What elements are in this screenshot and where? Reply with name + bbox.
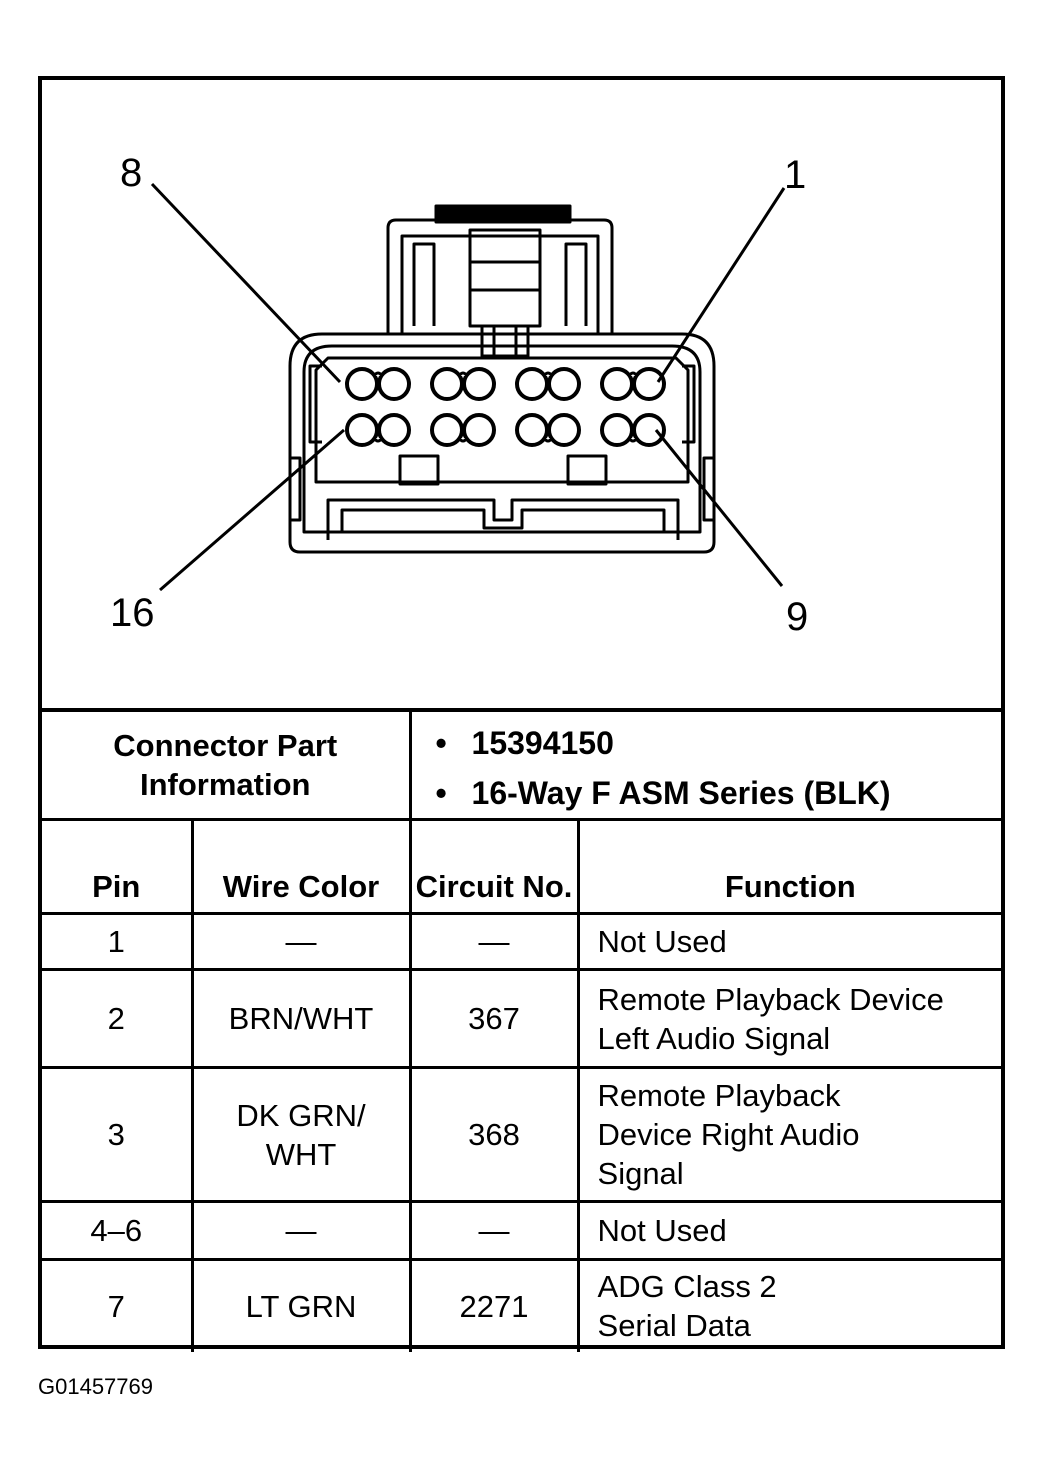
pin-cell: 1 <box>42 912 194 971</box>
connector-pinout-table: Connector Part Information 15394150 16-W… <box>42 708 1002 1352</box>
diagram-frame: 8 1 16 9 <box>38 76 1005 1352</box>
pin-cavity-11 <box>547 413 581 447</box>
pin-label-9: 9 <box>786 595 808 639</box>
header-circuit-no: Circuit No. <box>408 818 580 915</box>
leader-line-1 <box>656 187 786 383</box>
connector-part-description: 16-Way F ASM Series (BLK) <box>436 768 1002 818</box>
pin-cavity-7 <box>377 367 411 401</box>
circuit-cell: 368 <box>408 1066 580 1203</box>
pin-cavity-6 <box>430 367 464 401</box>
circuit-cell: 367 <box>408 968 580 1069</box>
circuit-cell: 2271 <box>408 1258 580 1352</box>
header-wire-color: Wire Color <box>190 818 412 915</box>
pin-cavity-10 <box>600 413 634 447</box>
pin-cavity-5 <box>462 367 496 401</box>
table-row: 2 BRN/WHT 367 Remote Playback Device Lef… <box>42 968 1002 1069</box>
connector-diagram: 8 1 16 9 <box>42 80 1001 708</box>
pin-cavity-9 <box>632 413 666 447</box>
pin-label-8: 8 <box>120 151 142 195</box>
connector-info-row: Connector Part Information 15394150 16-W… <box>42 708 1002 821</box>
pin-cavity-12 <box>515 413 549 447</box>
connector-part-info-label: Connector Part Information <box>42 708 412 821</box>
function-cell: Not Used <box>576 1200 1002 1261</box>
wire-color-cell: — <box>190 1200 412 1261</box>
pin-cavity-16 <box>345 413 379 447</box>
wire-color-cell: DK GRN/ WHT <box>190 1066 412 1203</box>
connector-part-number: 15394150 <box>436 718 1002 768</box>
table-row: 3 DK GRN/ WHT 368 Remote Playback Device… <box>42 1066 1002 1203</box>
pin-label-16: 16 <box>110 591 155 635</box>
circuit-cell: — <box>408 1200 580 1261</box>
function-cell: ADG Class 2 Serial Data <box>576 1258 1002 1352</box>
function-cell: Remote Playback Device Left Audio Signal <box>576 968 1002 1069</box>
pin-cell: 3 <box>42 1066 194 1203</box>
leader-line-8 <box>150 182 342 384</box>
wire-color-cell: — <box>190 912 412 971</box>
pin-cavity-2 <box>600 367 634 401</box>
pin-cavity-3 <box>547 367 581 401</box>
function-cell: Not Used <box>576 912 1002 971</box>
pin-cavity-15 <box>377 413 411 447</box>
connector-face-svg: 8 1 16 9 <box>110 151 808 639</box>
table-row: 1 — — Not Used <box>42 912 1002 971</box>
pin-cavity-13 <box>462 413 496 447</box>
pin-label-1: 1 <box>784 153 806 197</box>
connector-body <box>288 204 716 554</box>
table-header-row: Pin Wire Color Circuit No. Function <box>42 818 1002 915</box>
pin-cell: 4–6 <box>42 1200 194 1261</box>
pin-cavity-8 <box>345 367 379 401</box>
pin-cell: 7 <box>42 1258 194 1352</box>
table-row: 4–6 — — Not Used <box>42 1200 1002 1261</box>
function-cell: Remote Playback Device Right Audio Signa… <box>576 1066 1002 1203</box>
wire-color-cell: BRN/WHT <box>190 968 412 1069</box>
pin-cavity-1 <box>632 367 666 401</box>
pin-cavity-14 <box>430 413 464 447</box>
latch-bar <box>434 204 572 224</box>
header-function: Function <box>576 818 1002 915</box>
header-pin: Pin <box>42 818 194 915</box>
pin-cell: 2 <box>42 968 194 1069</box>
leader-line-9 <box>654 429 784 587</box>
connector-part-info-values: 15394150 16-Way F ASM Series (BLK) <box>408 708 1002 821</box>
circuit-cell: — <box>408 912 580 971</box>
wire-color-cell: LT GRN <box>190 1258 412 1352</box>
pin-cavity-4 <box>515 367 549 401</box>
table-row: 7 LT GRN 2271 ADG Class 2 Serial Data <box>42 1258 1002 1352</box>
leader-line-16 <box>159 428 345 592</box>
figure-id: G01457769 <box>38 1374 153 1399</box>
pin-cavities <box>345 367 666 447</box>
